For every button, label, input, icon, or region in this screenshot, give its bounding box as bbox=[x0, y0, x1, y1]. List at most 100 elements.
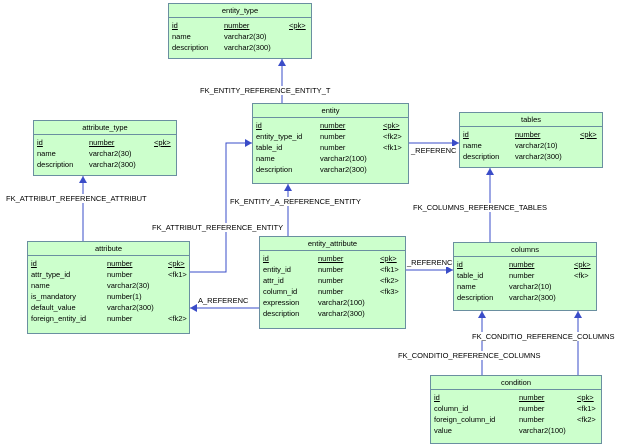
column-key: <fk1> bbox=[577, 404, 596, 413]
column-type: number bbox=[318, 276, 344, 285]
column-type: varchar2(30) bbox=[89, 149, 132, 158]
column-name: attr_type_id bbox=[31, 270, 71, 279]
column-type: number bbox=[519, 393, 545, 402]
column-key: <pk> bbox=[577, 393, 594, 402]
column-name: id bbox=[172, 21, 178, 30]
arrowhead-icon bbox=[190, 304, 197, 312]
entity-title: attribute_type bbox=[34, 121, 176, 135]
attribute-row: entity_id number <fk1> bbox=[263, 264, 402, 275]
column-name: expression bbox=[263, 298, 300, 307]
column-type: varchar2(300) bbox=[320, 165, 367, 174]
column-name: name bbox=[463, 141, 482, 150]
column-name: name bbox=[457, 282, 476, 291]
column-name: description bbox=[263, 309, 300, 318]
attribute-row: name varchar2(10) bbox=[463, 140, 599, 151]
column-key: <pk> bbox=[289, 21, 306, 30]
entity-title: entity bbox=[253, 104, 408, 118]
column-name: name bbox=[172, 32, 191, 41]
arrowhead-icon bbox=[452, 139, 459, 147]
entity-title: attribute bbox=[28, 242, 189, 256]
column-type: number bbox=[515, 130, 541, 139]
column-type: varchar2(300) bbox=[224, 43, 271, 52]
rel-label-attribut-attribut: FK_ATTRIBUT_REFERENCE_ATTRIBUT bbox=[6, 194, 147, 203]
column-name: id bbox=[457, 260, 463, 269]
column-key: <fk3> bbox=[380, 287, 399, 296]
column-name: is_mandatory bbox=[31, 292, 77, 301]
column-type: varchar2(300) bbox=[89, 160, 136, 169]
arrowhead-icon bbox=[278, 59, 286, 66]
column-key: <pk> bbox=[168, 259, 185, 268]
column-key: <fk2> bbox=[380, 276, 399, 285]
column-key: <fk1> bbox=[380, 265, 399, 274]
attribute-row: name varchar2(30) bbox=[31, 280, 186, 291]
column-key: <pk> bbox=[154, 138, 171, 147]
column-name: attr_id bbox=[263, 276, 284, 285]
rel-label-entity-a-columns: _REFERENC bbox=[407, 258, 453, 267]
column-type: number bbox=[318, 254, 344, 263]
column-type: varchar2(100) bbox=[519, 426, 566, 435]
column-name: id bbox=[463, 130, 469, 139]
column-name: column_id bbox=[263, 287, 298, 296]
entity-title: entity_type bbox=[169, 4, 311, 18]
column-type: varchar2(300) bbox=[107, 303, 154, 312]
column-key: <pk> bbox=[574, 260, 591, 269]
column-name: name bbox=[31, 281, 50, 290]
column-name: description bbox=[457, 293, 494, 302]
column-name: id bbox=[31, 259, 37, 268]
column-type: varchar2(10) bbox=[515, 141, 558, 150]
column-name: name bbox=[256, 154, 275, 163]
attribute-row: description varchar2(300) bbox=[263, 308, 402, 319]
column-key: <fk2> bbox=[577, 415, 596, 424]
column-name: table_id bbox=[256, 143, 283, 152]
column-name: entity_id bbox=[263, 265, 291, 274]
column-key: <fk2> bbox=[168, 314, 187, 323]
entity-title: tables bbox=[460, 113, 602, 127]
rel-label-entity-a-entity: FK_ENTITY_A_REFERENCE_ENTITY bbox=[230, 197, 361, 206]
arrowhead-icon bbox=[245, 139, 252, 147]
column-type: number bbox=[107, 314, 133, 323]
column-type: varchar2(10) bbox=[509, 282, 552, 291]
column-name: entity_type_id bbox=[256, 132, 303, 141]
column-type: varchar2(30) bbox=[107, 281, 150, 290]
column-key: <fk1> bbox=[383, 143, 402, 152]
column-name: description bbox=[463, 152, 500, 161]
column-type: number bbox=[318, 287, 344, 296]
rel-label-conditio-columns-2: FK_CONDITIO_REFERENCE_COLUMNS bbox=[472, 332, 615, 341]
arrowhead-icon bbox=[446, 266, 453, 274]
column-type: number bbox=[318, 265, 344, 274]
column-key: <pk> bbox=[383, 121, 400, 130]
column-type: varchar2(300) bbox=[318, 309, 365, 318]
attribute-row: attr_id number <fk2> bbox=[263, 275, 402, 286]
column-type: varchar2(300) bbox=[509, 293, 556, 302]
column-type: number bbox=[107, 270, 133, 279]
column-name: id bbox=[37, 138, 43, 147]
arrowhead-icon bbox=[79, 176, 87, 183]
column-type: number bbox=[320, 143, 346, 152]
